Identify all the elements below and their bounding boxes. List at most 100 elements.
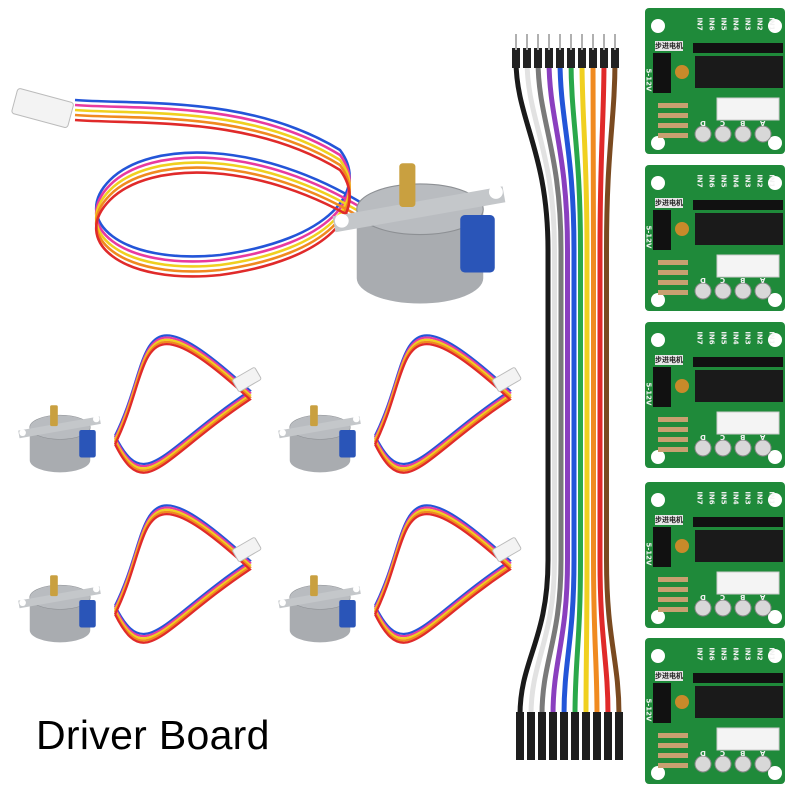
- connector-housing: [492, 367, 522, 392]
- mount-hole: [279, 599, 286, 607]
- input-pin-label: IN5: [719, 647, 728, 661]
- resistor: [658, 290, 688, 295]
- male-header-top: [600, 48, 608, 68]
- large-stepper-motor: [332, 163, 506, 304]
- led: [694, 439, 712, 457]
- led: [714, 125, 732, 143]
- motor-wire: [74, 108, 366, 268]
- resistor: [658, 427, 688, 432]
- resistor: [658, 587, 688, 592]
- jumper-wire: [579, 59, 590, 716]
- input-pin-label: IN3: [743, 331, 752, 345]
- input-pin-label: IN5: [719, 331, 728, 345]
- caption-driver-board: Driver Board: [36, 712, 270, 758]
- mount-hole: [768, 333, 782, 347]
- resistor: [658, 743, 688, 748]
- small-stepper-motor: [18, 575, 101, 643]
- mount-hole: [651, 136, 665, 150]
- led: [694, 755, 712, 773]
- motor-wire: [374, 513, 512, 644]
- led: [714, 282, 732, 300]
- motor-body: [289, 427, 351, 473]
- motor-shaft: [310, 405, 318, 427]
- led-label: D: [700, 749, 706, 757]
- pin: [614, 34, 616, 50]
- mount-hole: [353, 585, 360, 593]
- mounting-flange: [278, 586, 361, 609]
- female-header-bottom: [604, 712, 612, 760]
- led-label: D: [700, 593, 706, 601]
- large-motor-wires: [74, 98, 366, 278]
- uln2003-chip: [695, 530, 783, 562]
- female-header-bottom: [571, 712, 579, 760]
- input-pin-label: IN7: [695, 174, 704, 188]
- wire-cap: [79, 600, 96, 628]
- power-header: [653, 210, 671, 250]
- male-header-top: [534, 48, 542, 68]
- input-header: [693, 517, 783, 527]
- connector-housing: [232, 537, 262, 562]
- capacitor: [675, 539, 689, 553]
- led: [754, 755, 772, 773]
- resistor: [658, 270, 688, 275]
- led-label: A: [760, 593, 766, 601]
- power-header: [653, 53, 671, 93]
- input-header: [693, 357, 783, 367]
- input-pin-label: IN3: [743, 174, 752, 188]
- mount-hole: [19, 599, 26, 607]
- voltage-label: 5-12V: [644, 382, 653, 406]
- input-pin-label: IN4: [731, 174, 740, 188]
- small-stepper-motor: [278, 405, 361, 473]
- mount-hole: [651, 19, 665, 33]
- led: [734, 599, 752, 617]
- input-pin-label: IN7: [695, 491, 704, 505]
- small-motor-wires: [374, 504, 512, 644]
- resistor: [658, 280, 688, 285]
- pin: [559, 34, 561, 50]
- resistor: [658, 123, 688, 128]
- mount-hole: [768, 766, 782, 780]
- led: [754, 125, 772, 143]
- resistor: [658, 447, 688, 452]
- input-pin-label: IN6: [707, 491, 716, 505]
- led-label: C: [720, 433, 726, 441]
- led: [694, 282, 712, 300]
- uln2003-chip: [695, 370, 783, 402]
- male-header-top: [545, 48, 553, 68]
- led-label: D: [700, 276, 706, 284]
- motor-wire: [114, 513, 252, 644]
- mount-hole: [768, 136, 782, 150]
- resistor: [658, 733, 688, 738]
- mount-hole: [651, 493, 665, 507]
- female-header-bottom: [538, 712, 546, 760]
- led-label: B: [740, 276, 746, 284]
- mounting-flange: [18, 586, 101, 609]
- motor-body: [29, 427, 91, 473]
- input-pin-label: IN2: [755, 491, 764, 505]
- mount-hole: [768, 450, 782, 464]
- female-header-bottom: [615, 712, 623, 760]
- motor-connector: [716, 254, 780, 278]
- input-pin-label: IN6: [707, 174, 716, 188]
- mount-hole: [651, 450, 665, 464]
- input-pin-label: IN6: [707, 17, 716, 31]
- voltage-label: 5-12V: [644, 542, 653, 566]
- uln2003-chip: [695, 213, 783, 245]
- voltage-label: 5-12V: [644, 68, 653, 92]
- connector-housing: [492, 537, 522, 562]
- motor-connector: [716, 97, 780, 121]
- uln2003-chip: [695, 686, 783, 718]
- input-pin-label: IN1: [767, 17, 776, 31]
- led-label: A: [760, 749, 766, 757]
- resistor: [658, 763, 688, 768]
- input-header: [693, 43, 783, 53]
- led: [734, 282, 752, 300]
- pin: [537, 34, 539, 50]
- mount-hole: [651, 333, 665, 347]
- jumper-wire: [524, 59, 557, 716]
- mount-hole: [651, 176, 665, 190]
